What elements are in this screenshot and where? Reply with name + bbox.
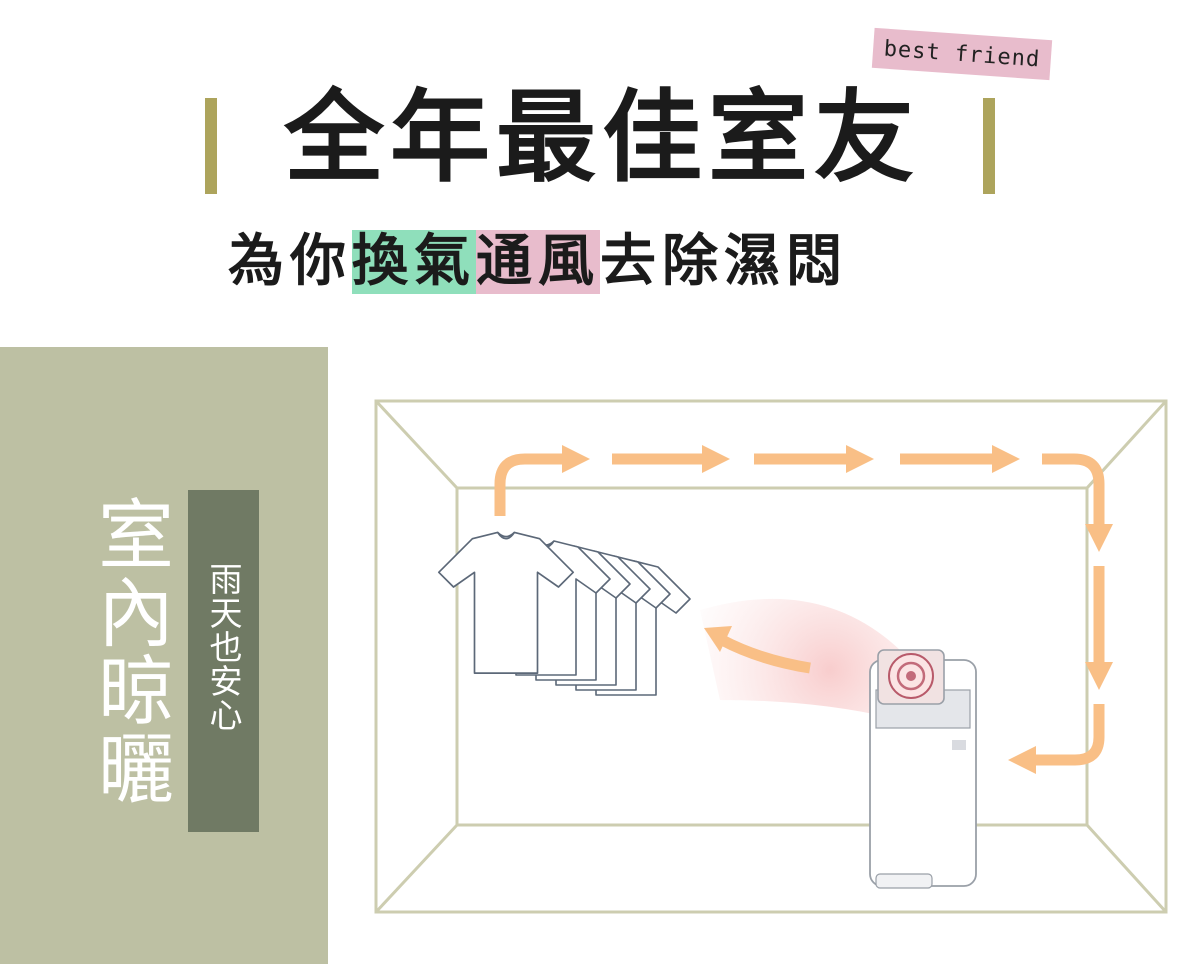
t-shirt-icon bbox=[437, 531, 691, 696]
dehumidifier-icon bbox=[869, 649, 977, 889]
side-subtitle-box bbox=[188, 490, 259, 832]
subtitle-part-1: 為你 bbox=[228, 229, 352, 294]
side-panel bbox=[0, 347, 328, 964]
side-subtitle: 雨天也安心 bbox=[204, 562, 243, 732]
title-accent-bar-right bbox=[983, 98, 995, 194]
subtitle-highlight-pink: 通風 bbox=[476, 229, 600, 294]
airflow-arrowheads bbox=[562, 445, 1113, 774]
subtitle: 為你 換氣 通風 去除濕悶 bbox=[228, 230, 848, 294]
title-accent-bar-left bbox=[205, 98, 217, 194]
subtitle-highlight-green: 換氣 bbox=[352, 229, 476, 294]
airflow-arrow-icon bbox=[494, 453, 1105, 766]
page-title: 全年最佳室友 bbox=[284, 79, 920, 196]
subtitle-part-2: 去除濕悶 bbox=[600, 229, 848, 294]
airflow-glow bbox=[700, 598, 900, 720]
side-title: 室內晾曬 bbox=[85, 495, 174, 807]
